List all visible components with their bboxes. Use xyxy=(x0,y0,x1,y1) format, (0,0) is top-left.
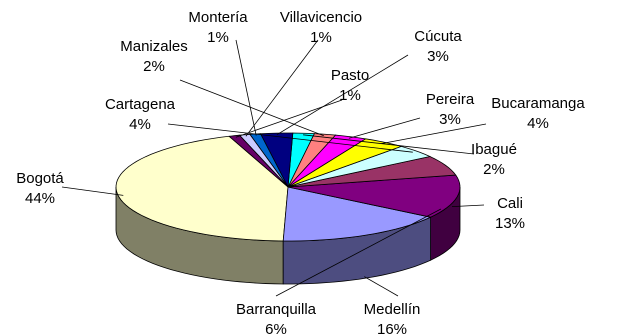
slice-label-cucuta: Cúcuta xyxy=(414,28,462,45)
slice-label-manizales: Manizales xyxy=(120,38,188,55)
slice-label-bogota: Bogotá xyxy=(16,170,64,187)
slice-label-villavicencio: Villavicencio xyxy=(280,9,362,26)
slice-label-ibague: Ibagué xyxy=(471,141,517,158)
slice-value-bogota: 44% xyxy=(25,190,55,207)
slice-value-pasto: 1% xyxy=(339,87,361,104)
slice-value-monteria: 1% xyxy=(207,29,229,46)
slice-label-bucaramanga: Bucaramanga xyxy=(491,95,585,112)
slice-medellin xyxy=(282,186,432,242)
pie-tops xyxy=(115,132,461,242)
slice-label-pasto: Pasto xyxy=(331,67,369,84)
leader-villavicencio xyxy=(245,39,319,137)
slice-label-barranquilla: Barranquilla xyxy=(236,301,317,318)
slice-value-cartagena: 4% xyxy=(129,116,151,133)
leader-bogota xyxy=(61,186,124,196)
slice-value-bucaramanga: 4% xyxy=(527,115,549,132)
slice-value-pereira: 3% xyxy=(439,111,461,128)
leader-lines xyxy=(61,39,487,297)
leader-bucaramanga xyxy=(381,123,487,144)
leader-barranquilla xyxy=(275,208,442,297)
slice-cartagena xyxy=(287,145,432,188)
slice-bogota xyxy=(115,135,289,242)
slice-value-cali: 13% xyxy=(495,215,525,232)
leader-ibague xyxy=(303,134,475,155)
slice-value-cucuta: 3% xyxy=(427,48,449,65)
leader-medellin xyxy=(364,276,399,297)
slice-label-pereira: Pereira xyxy=(426,91,475,108)
slice-value-manizales: 2% xyxy=(143,58,165,75)
slice-pasto xyxy=(228,134,289,188)
slice-label-monteria: Montería xyxy=(188,9,248,26)
leader-monteria xyxy=(235,39,257,136)
leader-cartagena xyxy=(167,123,413,153)
slice-label-cali: Cali xyxy=(497,195,523,212)
slice-label-medellin: Medellín xyxy=(364,301,421,318)
slice-value-ibague: 2% xyxy=(483,161,505,178)
leader-cali xyxy=(451,204,485,207)
slice-label-cartagena: Cartagena xyxy=(105,96,176,113)
leader-pasto xyxy=(235,99,343,138)
slice-barranquilla xyxy=(287,156,457,188)
slice-labels: Bogotá 44% Medellín 16% Cali 13% Barranquilla 6… xyxy=(16,9,585,336)
slice-value-barranquilla: 6% xyxy=(265,321,287,336)
leader-pereira xyxy=(348,117,421,139)
slice-value-medellin: 16% xyxy=(377,321,407,336)
leader-cucuta xyxy=(276,54,409,136)
leader-manizales xyxy=(179,79,324,137)
slice-cali xyxy=(287,174,461,218)
slice-value-villavicencio: 1% xyxy=(310,29,332,46)
